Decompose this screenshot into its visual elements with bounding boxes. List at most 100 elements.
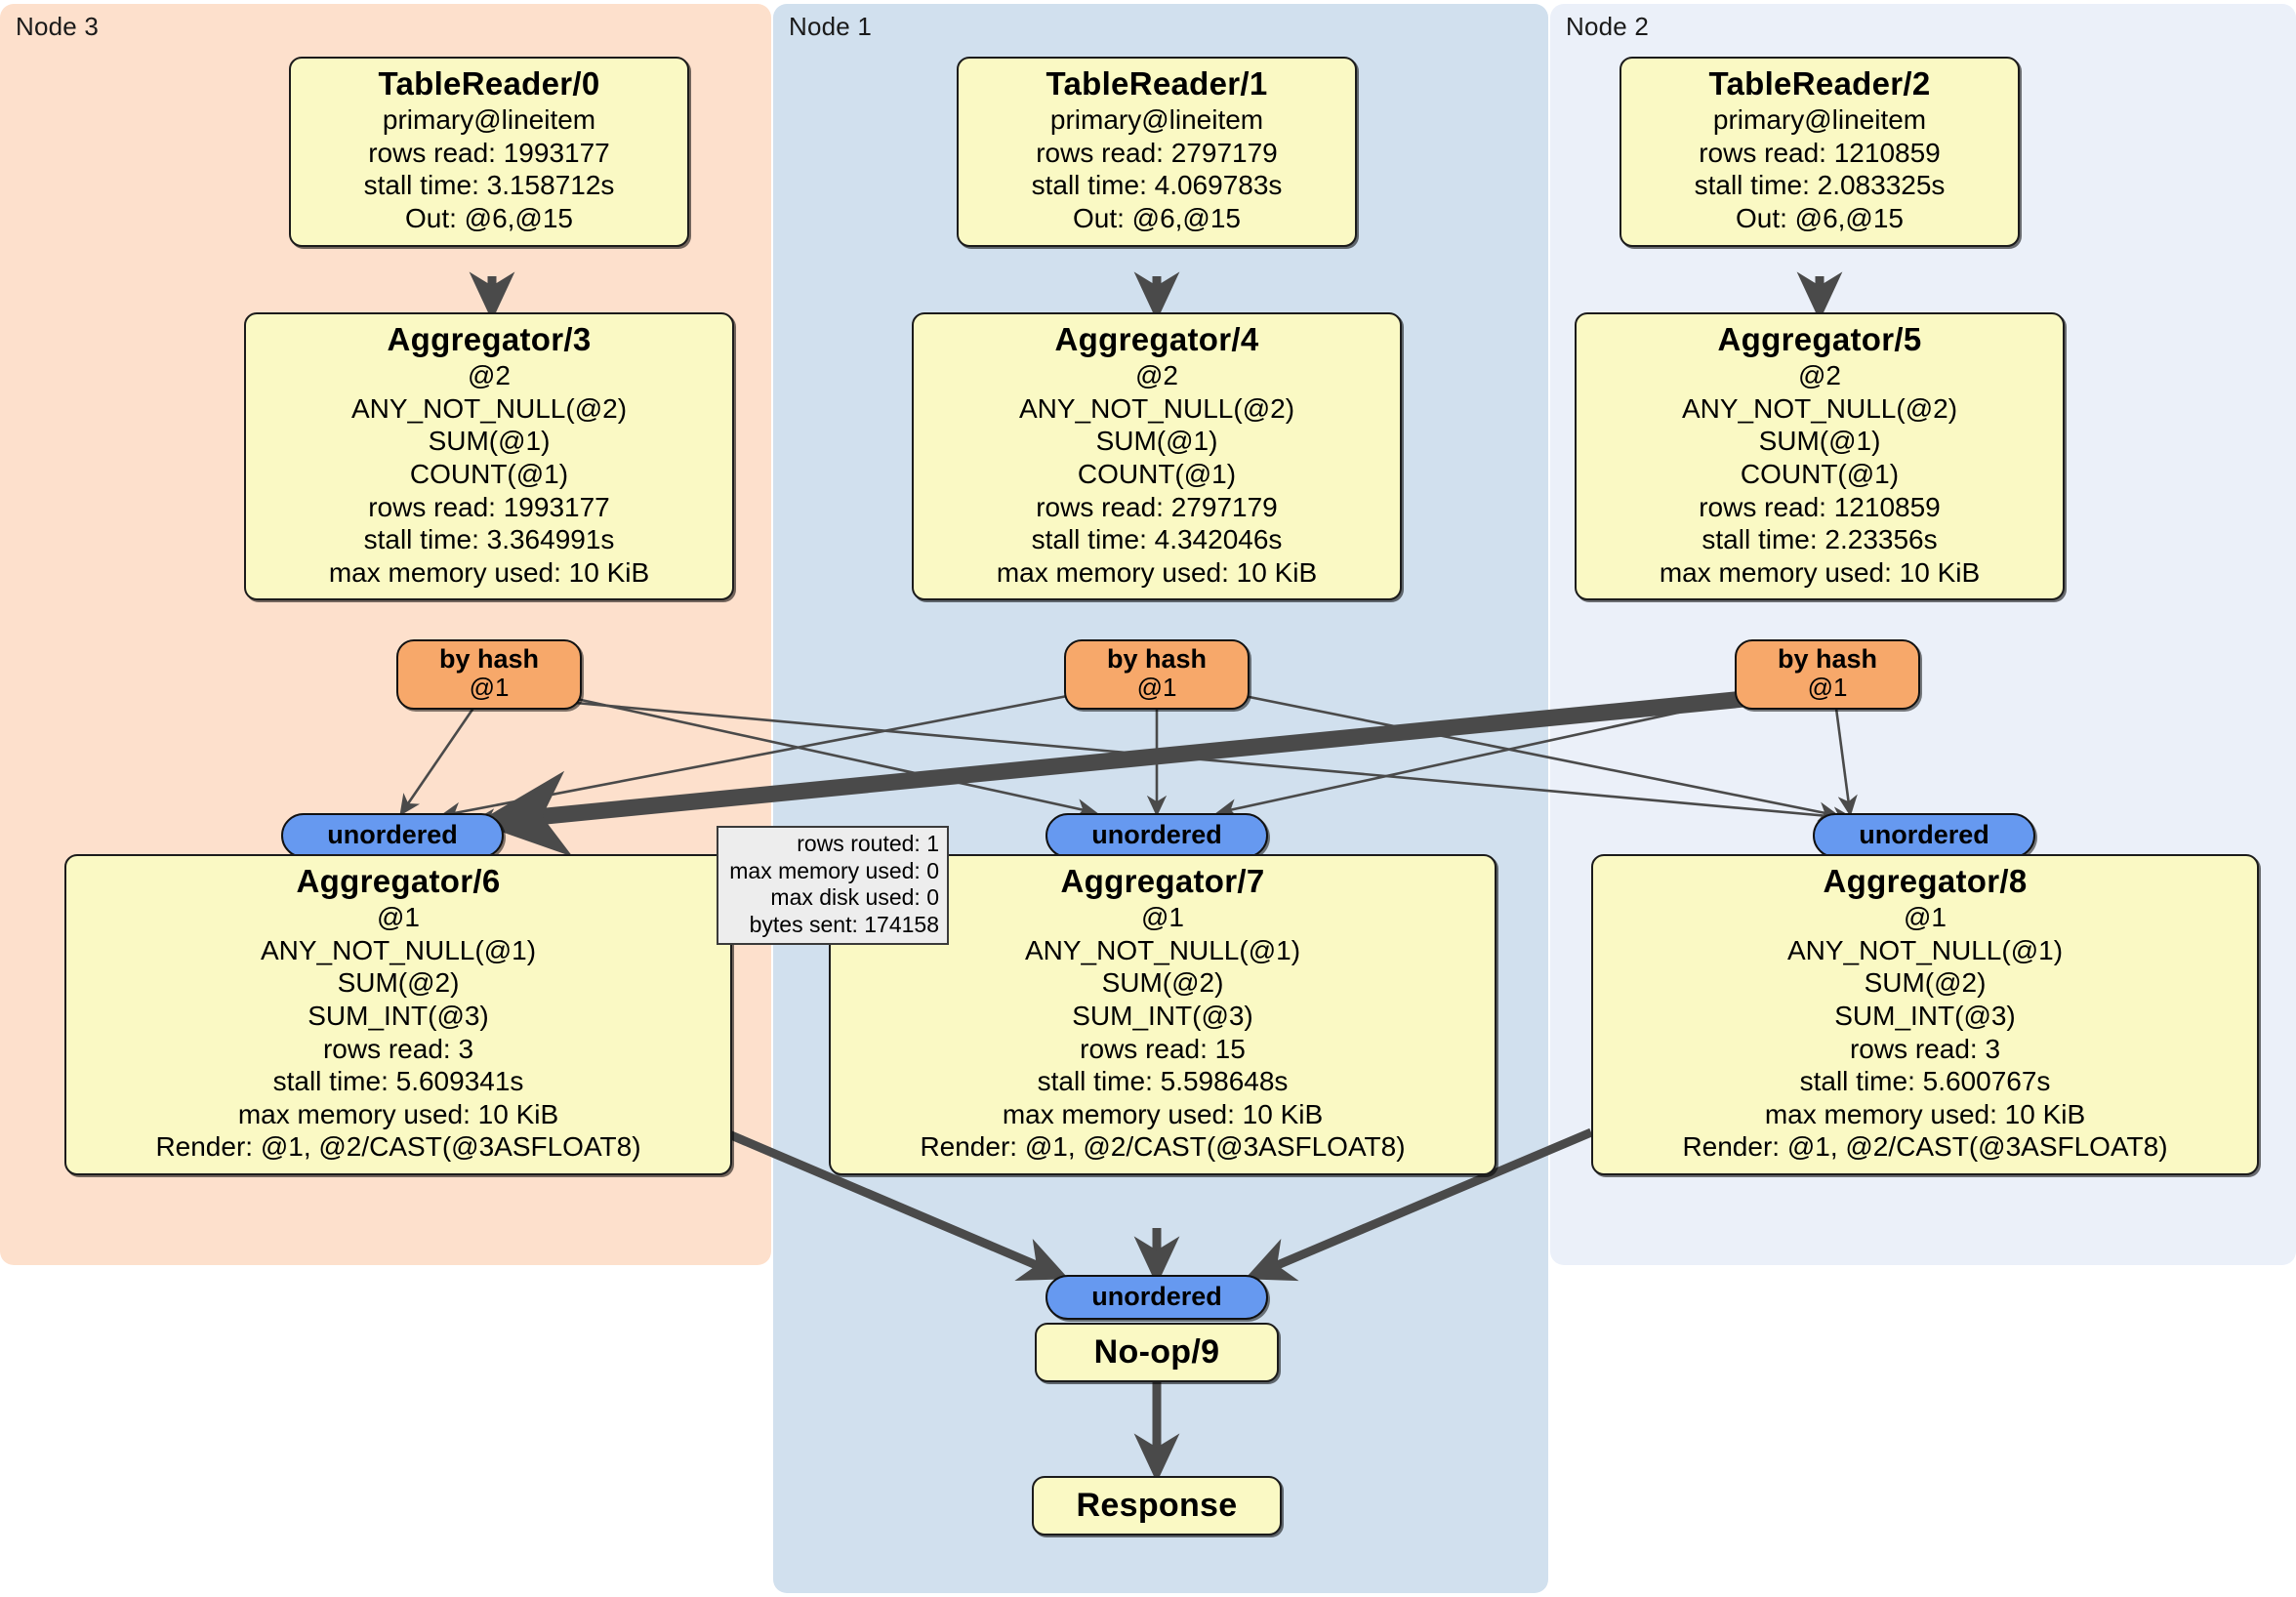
op-line-group-by: @2 xyxy=(468,360,511,391)
op-line-rows-read: rows read: 1993177 xyxy=(368,137,610,168)
router-unordered-label: unordered xyxy=(1091,1282,1222,1311)
op-line-group-by: @1 xyxy=(1141,902,1184,933)
op-line-agg-1: ANY_NOT_NULL(@2) xyxy=(1681,392,1958,424)
op-line-agg-3: SUM_INT(@3) xyxy=(308,1001,489,1032)
router-by-hash-column: @1 xyxy=(469,673,510,703)
op-line-rows-read: rows read: 2797179 xyxy=(1036,137,1278,168)
op-noop-9[interactable]: No-op/9 xyxy=(1035,1323,1279,1383)
op-line-rows-read: rows read: 1993177 xyxy=(368,491,610,522)
op-line-stall-time: stall time: 4.342046s xyxy=(1031,524,1283,555)
op-line-rows-read: rows read: 3 xyxy=(1849,1033,2001,1064)
router-unordered-label: unordered xyxy=(1091,820,1222,849)
op-tablereader-1[interactable]: TableReader/1 primary@lineitem rows read… xyxy=(957,57,1357,247)
op-line-stall-time: stall time: 5.598648s xyxy=(1037,1066,1289,1097)
op-line-agg-1: ANY_NOT_NULL(@1) xyxy=(1024,934,1301,965)
stats-max-disk-used: max disk used: 0 xyxy=(770,884,939,911)
op-line-agg-3: COUNT(@1) xyxy=(1740,459,1900,490)
op-line-index: primary@lineitem xyxy=(1712,104,1927,136)
router-by-hash-label: by hash xyxy=(438,644,540,674)
op-line-stall-time: stall time: 3.364991s xyxy=(363,524,615,555)
op-line-agg-2: SUM(@2) xyxy=(1101,967,1224,999)
op-line-agg-1: ANY_NOT_NULL(@1) xyxy=(260,934,537,965)
op-line-agg-2: SUM(@1) xyxy=(428,426,551,457)
op-line-out: Out: @6,@15 xyxy=(404,203,574,234)
op-aggregator-7[interactable]: Aggregator/7 @1 ANY_NOT_NULL(@1) SUM(@2)… xyxy=(829,854,1496,1175)
stats-bytes-sent: bytes sent: 174158 xyxy=(749,911,939,937)
op-tablereader-2[interactable]: TableReader/2 primary@lineitem rows read… xyxy=(1620,57,2020,247)
op-line-rows-read: rows read: 2797179 xyxy=(1036,491,1278,522)
op-line-agg-3: SUM_INT(@3) xyxy=(1834,1001,2016,1032)
op-line-rows-read: rows read: 15 xyxy=(1080,1033,1246,1064)
op-line-agg-2: SUM(@2) xyxy=(1864,967,1987,999)
op-title: Aggregator/4 xyxy=(1054,321,1259,357)
op-aggregator-3[interactable]: Aggregator/3 @2 ANY_NOT_NULL(@2) SUM(@1)… xyxy=(244,312,734,601)
router-by-hash-node3[interactable]: by hash @1 xyxy=(396,639,582,711)
edge-stats-tooltip: rows routed: 1 max memory used: 0 max di… xyxy=(717,826,949,946)
op-line-agg-3: COUNT(@1) xyxy=(409,459,569,490)
op-line-group-by: @2 xyxy=(1135,360,1178,391)
panel-node3-label: Node 3 xyxy=(16,12,100,41)
panel-node2-label: Node 2 xyxy=(1566,12,1650,41)
router-by-hash-column: @1 xyxy=(1136,673,1177,703)
op-title: Response xyxy=(1076,1487,1238,1524)
op-title: Aggregator/6 xyxy=(296,863,501,899)
op-line-stall-time: stall time: 5.600767s xyxy=(1799,1066,2051,1097)
op-line-agg-2: SUM(@2) xyxy=(337,967,460,999)
op-aggregator-6[interactable]: Aggregator/6 @1 ANY_NOT_NULL(@1) SUM(@2)… xyxy=(64,854,732,1175)
stats-rows-routed: rows routed: 1 xyxy=(797,831,939,856)
op-tablereader-0[interactable]: TableReader/0 primary@lineitem rows read… xyxy=(289,57,689,247)
op-title: No-op/9 xyxy=(1093,1333,1220,1371)
router-by-hash-node1[interactable]: by hash @1 xyxy=(1064,639,1250,711)
op-line-stall-time: stall time: 2.083325s xyxy=(1694,170,1946,201)
router-unordered-label: unordered xyxy=(327,820,458,849)
op-line-agg-3: COUNT(@1) xyxy=(1077,459,1237,490)
op-line-max-memory: max memory used: 10 KiB xyxy=(237,1098,559,1129)
op-aggregator-4[interactable]: Aggregator/4 @2 ANY_NOT_NULL(@2) SUM(@1)… xyxy=(912,312,1402,601)
op-line-rows-read: rows read: 3 xyxy=(322,1033,474,1064)
op-line-agg-2: SUM(@1) xyxy=(1758,426,1881,457)
op-title: Aggregator/5 xyxy=(1717,321,1922,357)
router-by-hash-node2[interactable]: by hash @1 xyxy=(1735,639,1920,711)
op-line-render: Render: @1, @2/CAST(@3ASFLOAT8) xyxy=(920,1131,1406,1163)
op-line-group-by: @1 xyxy=(1904,902,1947,933)
op-line-render: Render: @1, @2/CAST(@3ASFLOAT8) xyxy=(1682,1131,2168,1163)
router-unordered-node1[interactable]: unordered xyxy=(1046,813,1268,859)
op-line-group-by: @1 xyxy=(377,902,420,933)
op-line-agg-1: ANY_NOT_NULL(@1) xyxy=(1786,934,2064,965)
op-line-agg-2: SUM(@1) xyxy=(1095,426,1218,457)
op-line-max-memory: max memory used: 10 KiB xyxy=(1764,1098,2086,1129)
op-title: Aggregator/3 xyxy=(387,321,592,357)
op-title: Aggregator/8 xyxy=(1823,863,2028,899)
op-line-group-by: @2 xyxy=(1798,360,1841,391)
op-line-render: Render: @1, @2/CAST(@3ASFLOAT8) xyxy=(155,1131,641,1163)
op-line-stall-time: stall time: 3.158712s xyxy=(363,170,615,201)
panel-node1-label: Node 1 xyxy=(789,12,873,41)
op-line-max-memory: max memory used: 10 KiB xyxy=(1002,1098,1324,1129)
stats-max-memory-used: max memory used: 0 xyxy=(729,857,939,883)
router-unordered-node3[interactable]: unordered xyxy=(281,813,504,859)
op-line-agg-3: SUM_INT(@3) xyxy=(1072,1001,1253,1032)
op-line-out: Out: @6,@15 xyxy=(1072,203,1242,234)
op-line-index: primary@lineitem xyxy=(382,104,596,136)
op-response[interactable]: Response xyxy=(1032,1476,1282,1536)
op-aggregator-5[interactable]: Aggregator/5 @2 ANY_NOT_NULL(@2) SUM(@1)… xyxy=(1575,312,2065,601)
op-line-out: Out: @6,@15 xyxy=(1735,203,1905,234)
op-aggregator-8[interactable]: Aggregator/8 @1 ANY_NOT_NULL(@1) SUM(@2)… xyxy=(1591,854,2259,1175)
op-title: TableReader/2 xyxy=(1708,65,1931,102)
op-line-rows-read: rows read: 1210859 xyxy=(1699,491,1941,522)
op-title: TableReader/1 xyxy=(1046,65,1268,102)
op-title: TableReader/0 xyxy=(378,65,600,102)
op-line-agg-1: ANY_NOT_NULL(@2) xyxy=(1018,392,1295,424)
op-line-stall-time: stall time: 4.069783s xyxy=(1031,170,1283,201)
router-unordered-node2[interactable]: unordered xyxy=(1813,813,2035,859)
router-unordered-label: unordered xyxy=(1859,820,1989,849)
router-by-hash-label: by hash xyxy=(1777,644,1878,674)
op-line-rows-read: rows read: 1210859 xyxy=(1699,137,1941,168)
op-title: Aggregator/7 xyxy=(1060,863,1265,899)
router-unordered-final[interactable]: unordered xyxy=(1046,1275,1268,1321)
op-line-max-memory: max memory used: 10 KiB xyxy=(996,556,1318,588)
op-line-max-memory: max memory used: 10 KiB xyxy=(1659,556,1981,588)
op-line-index: primary@lineitem xyxy=(1049,104,1264,136)
op-line-max-memory: max memory used: 10 KiB xyxy=(328,556,650,588)
